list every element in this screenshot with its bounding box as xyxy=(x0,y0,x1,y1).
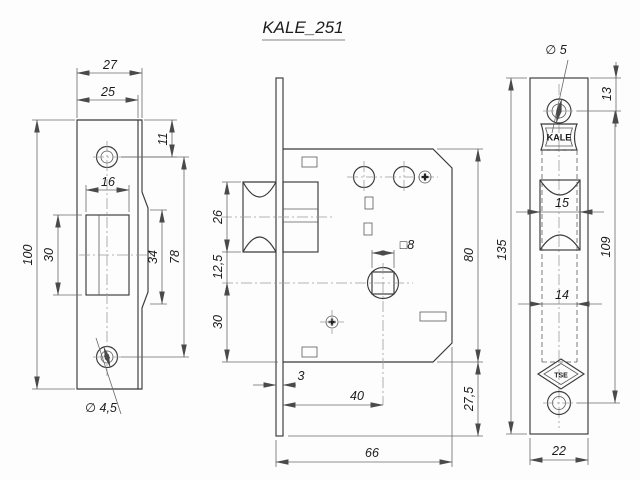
strike-plate-lip xyxy=(138,119,149,390)
faceplate-view: KALE TSE ∅ 5 xyxy=(495,43,621,465)
kale-logo-text: KALE xyxy=(547,133,572,143)
dim-strike-face-width: 25 xyxy=(76,85,139,118)
svg-text:30: 30 xyxy=(42,248,56,262)
dim-spindle-square: □8 xyxy=(371,238,415,268)
dim-faceplate-cutout-width: 15 xyxy=(516,196,604,215)
faceplate-bottom-hole xyxy=(543,390,577,416)
svg-text:□8: □8 xyxy=(400,238,415,252)
assembly-screw-top xyxy=(418,170,432,184)
svg-text:34: 34 xyxy=(146,250,160,264)
dim-spindle-to-bottom: 30 xyxy=(211,282,278,363)
faceplate-outline xyxy=(529,77,589,435)
dim-faceplate-width: 22 xyxy=(529,438,589,465)
dim-strike-holes-distance: 78 xyxy=(121,156,189,358)
dim-latch-height: 26 xyxy=(211,181,241,253)
svg-text:109: 109 xyxy=(599,237,613,258)
svg-text:15: 15 xyxy=(555,196,569,210)
body-faceplate-edge xyxy=(275,77,284,437)
svg-text:27: 27 xyxy=(102,58,118,72)
tse-logo: TSE xyxy=(536,358,586,390)
dim-strike-tab-height: 34 xyxy=(146,209,167,305)
dim-body-depth: 66 xyxy=(275,347,453,467)
svg-text:13: 13 xyxy=(600,87,614,101)
svg-text:78: 78 xyxy=(168,250,182,264)
svg-text:135: 135 xyxy=(495,240,509,261)
svg-text:27,5: 27,5 xyxy=(462,387,476,412)
dim-below-body: 27,5 xyxy=(288,361,483,437)
body-slot-bottom-left xyxy=(301,346,318,358)
dim-faceplate-total-height: 135 xyxy=(495,77,527,435)
svg-text:3: 3 xyxy=(298,369,305,383)
dim-faceplate-body-width: 14 xyxy=(518,288,602,307)
assembly-screw-bottom xyxy=(320,310,344,334)
svg-text:16: 16 xyxy=(101,175,115,189)
title-block: KALE_251 xyxy=(262,18,345,41)
dim-body-height: 80 xyxy=(437,148,483,363)
svg-text:22: 22 xyxy=(551,444,566,458)
body-slot-lower xyxy=(363,222,373,236)
dim-faceplate-thickness: 3 xyxy=(253,369,305,388)
svg-text:26: 26 xyxy=(211,210,225,225)
hidden-body-profile xyxy=(541,149,578,363)
dim-strike-opening-height: 30 xyxy=(42,214,82,296)
svg-text:40: 40 xyxy=(350,389,364,403)
svg-text:11: 11 xyxy=(156,133,170,146)
dim-faceplate-hole-diameter: ∅ 5 xyxy=(545,43,569,134)
dim-strike-opening-width: 16 xyxy=(85,175,130,212)
lock-body-outline xyxy=(283,148,453,363)
strike-plate-view: 27 25 11 16 30 100 3 xyxy=(21,58,189,415)
dim-strike-total-height: 100 xyxy=(21,119,75,390)
tse-logo-text: TSE xyxy=(554,373,568,380)
drawing-title: KALE_251 xyxy=(262,18,343,37)
dim-strike-outer-width: 27 xyxy=(76,58,143,118)
dim-backset: 40 xyxy=(282,389,384,408)
svg-text:80: 80 xyxy=(462,248,476,262)
body-slot-right xyxy=(419,311,447,322)
svg-text:30: 30 xyxy=(211,315,225,329)
dim-faceplate-holes-distance: 109 xyxy=(577,110,620,404)
svg-text:∅ 5: ∅ 5 xyxy=(545,43,566,57)
lock-body-view: 26 12,5 30 3 40 66 8 xyxy=(211,77,483,467)
svg-text:25: 25 xyxy=(100,85,115,99)
body-slot-top-left xyxy=(301,156,318,168)
body-slot-upper xyxy=(364,196,374,210)
dim-strike-hole-diameter: ∅ 4,5 xyxy=(85,337,122,415)
svg-text:14: 14 xyxy=(555,288,569,302)
svg-text:∅ 4,5: ∅ 4,5 xyxy=(85,401,117,415)
svg-text:12,5: 12,5 xyxy=(211,255,225,279)
svg-text:100: 100 xyxy=(21,245,35,266)
svg-text:66: 66 xyxy=(365,446,379,460)
